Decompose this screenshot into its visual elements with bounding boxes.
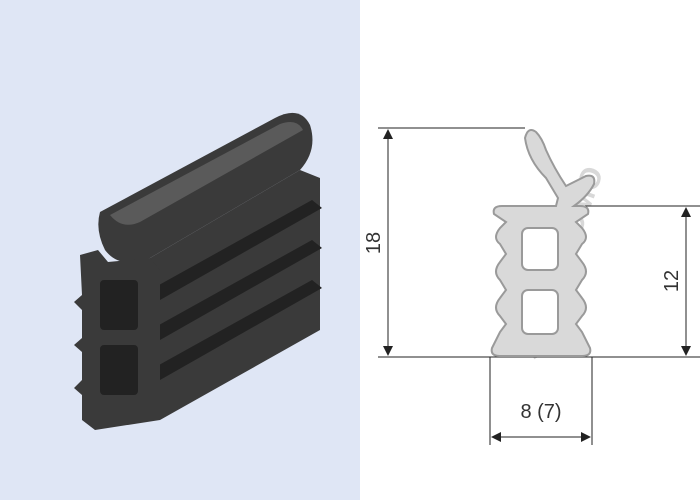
seal-fin-1 xyxy=(150,200,322,300)
dimension-label-width: 8 (7) xyxy=(520,401,561,423)
seal-lip-highlight xyxy=(110,122,303,225)
seal-fin-3 xyxy=(150,280,322,380)
dimension-label-body-height: 12 xyxy=(661,270,683,292)
profile-3d-panel xyxy=(0,0,360,500)
section-chamber-lower xyxy=(521,289,559,335)
profile-3d-render xyxy=(0,0,360,500)
cross-section-drawing: 乐途 AUTOMO 18 12 8 (7) xyxy=(363,127,700,445)
seal-chamber-lower xyxy=(100,345,138,395)
dimension-label-total-height: 18 xyxy=(363,232,385,254)
section-chamber-upper xyxy=(521,227,559,271)
cross-section-panel: 乐途 AUTOMO 18 12 8 (7) xyxy=(360,0,700,500)
seal-chamber-upper xyxy=(100,280,138,330)
seal-fin-2 xyxy=(150,240,322,340)
seal-front-face xyxy=(74,250,160,430)
